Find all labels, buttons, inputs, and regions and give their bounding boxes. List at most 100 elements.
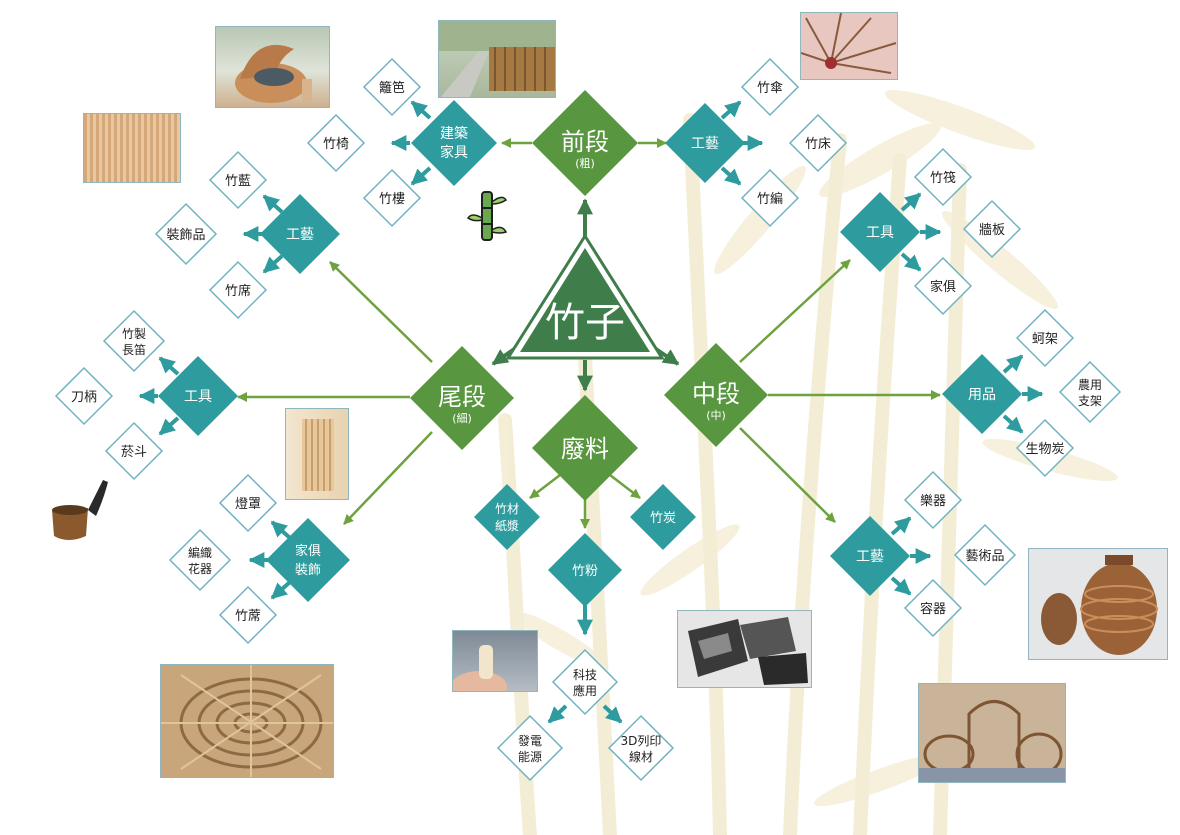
paper-line1: 竹材: [495, 502, 519, 516]
arrow-to-lampshade: [270, 520, 292, 540]
item-label: 刀柄: [71, 390, 97, 405]
item-label: 容器: [920, 601, 946, 617]
arrow-to-mat: [262, 254, 284, 274]
arrow-to-container: [890, 576, 912, 596]
arrow-to-fence: [410, 100, 432, 120]
item-middle-tools-items-1[interactable]: 牆板: [962, 199, 1022, 259]
powder-label: 竹粉: [572, 564, 598, 579]
waste-charcoal-node[interactable]: 竹炭: [630, 484, 696, 550]
item-label: 竹製: [122, 327, 146, 341]
bamboo-umbrella-photo: [800, 12, 898, 80]
item-label: 長笛: [122, 342, 146, 357]
item-front-craft-items-0[interactable]: 竹傘: [740, 57, 800, 117]
bamboo-charcoal-photo: [677, 610, 812, 688]
front-node[interactable]: 前段 (粗): [532, 90, 638, 196]
item-front-architecture-items-0[interactable]: 籬笆: [362, 57, 422, 117]
item-middle-tools-items-0[interactable]: 竹筏: [913, 147, 973, 207]
item-front-craft-items-1[interactable]: 竹床: [788, 113, 848, 173]
center-label: 竹子: [545, 300, 625, 346]
middle-tools-node[interactable]: 工具: [840, 192, 920, 272]
tail-craft-label: 工藝: [286, 227, 314, 243]
arrow-waste-charcoal: [609, 474, 641, 499]
item-middle-tools-items-2[interactable]: 家俱: [913, 256, 973, 316]
tail-craft-node[interactable]: 工藝: [260, 194, 340, 274]
arrow-to-pipe: [158, 416, 180, 436]
middle-node[interactable]: 中段 (中): [664, 343, 768, 447]
item-front-craft-items-2[interactable]: 竹編: [740, 168, 800, 228]
item-middle-supplies-items-2[interactable]: 生物炭: [1015, 418, 1075, 478]
item-front-architecture-items-2[interactable]: 竹樓: [362, 168, 422, 228]
item-tail-craft-items-1[interactable]: 裝飾品: [154, 202, 218, 266]
pipe-icon: [52, 480, 108, 540]
item-tail-tools-items-2[interactable]: 菸斗: [104, 421, 164, 481]
tail-tools-label: 工具: [184, 389, 212, 405]
arrow-middle-tools: [739, 259, 851, 363]
waste-powder-node[interactable]: 竹粉: [548, 533, 622, 607]
arrow-to-instrument: [890, 516, 912, 536]
item-label: 蚵架: [1032, 332, 1058, 347]
item-front-architecture-items-1[interactable]: 竹椅: [306, 113, 366, 173]
item-label: 竹床: [805, 137, 831, 152]
charcoal-label: 竹炭: [650, 511, 676, 526]
item-label: 支架: [1078, 394, 1102, 408]
bamboo-crafts-photo: [918, 683, 1066, 783]
item-label: 能源: [518, 750, 542, 764]
waste-label: 廢料: [561, 435, 609, 463]
arrow-to-biochar: [1002, 414, 1024, 434]
item-label: 燈罩: [235, 497, 261, 512]
item-label: 竹席: [225, 283, 251, 299]
woven-basket-photo: [160, 664, 334, 778]
item-label: 應用: [573, 683, 597, 698]
item-middle-craft-items-2[interactable]: 容器: [903, 578, 963, 638]
item-label: 線材: [629, 749, 653, 764]
waste-paper-node[interactable]: 竹材 紙漿: [474, 484, 540, 550]
arrow-to-raft: [900, 192, 922, 212]
item-middle-craft-items-0[interactable]: 樂器: [903, 470, 963, 530]
item-label: 竹藍: [225, 174, 251, 189]
waste-node[interactable]: 廢料: [532, 395, 638, 501]
arrow-to-oyster: [1002, 354, 1024, 374]
arrow-to-umbrella: [720, 100, 742, 120]
front-craft-node[interactable]: 工藝: [665, 103, 745, 183]
front-architecture-node[interactable]: 建築 家具: [411, 100, 497, 186]
front-craft-label: 工藝: [691, 136, 719, 152]
middle-supplies-node[interactable]: 用品: [942, 354, 1022, 434]
arrow-to-furniture: [900, 252, 922, 272]
item-middle-craft-items-1[interactable]: 藝術品: [953, 523, 1017, 587]
item-tail-furniture-items-0[interactable]: 燈罩: [218, 473, 278, 533]
tail-furniture-node[interactable]: 家俱 裝飾: [266, 518, 350, 602]
arrow-tail-craft: [329, 261, 433, 363]
item-label: 生物炭: [1025, 442, 1064, 457]
arrow-to-flute: [158, 356, 180, 376]
middle-supplies-label: 用品: [968, 387, 996, 403]
item-tail-craft-items-2[interactable]: 竹席: [208, 260, 268, 320]
middle-label: 中段: [692, 380, 740, 408]
item-label: 裝飾品: [166, 228, 205, 243]
lampshade-photo: [285, 408, 349, 500]
front-sub: (粗): [575, 157, 595, 170]
item-tail-tools-items-1[interactable]: 刀柄: [54, 366, 114, 426]
item-label: 3D列印: [621, 734, 662, 748]
bamboo-icon: [466, 191, 508, 241]
tail-tools-node[interactable]: 工具: [158, 356, 238, 436]
item-label: 竹筏: [930, 170, 956, 186]
item-label: 農用: [1078, 378, 1102, 392]
item-tail-craft-items-0[interactable]: 竹藍: [208, 150, 268, 210]
paper-line2: 紙漿: [495, 518, 519, 533]
item-middle-supplies-items-0[interactable]: 蚵架: [1015, 308, 1075, 368]
center-triangle: [520, 248, 650, 352]
middle-sub: (中): [706, 409, 726, 422]
item-label: 竹傘: [757, 81, 783, 96]
furniture-line1: 家俱: [295, 543, 321, 559]
middle-craft-node[interactable]: 工藝: [830, 516, 910, 596]
tail-node[interactable]: 尾段 (細): [410, 346, 514, 450]
item-tail-furniture-items-2[interactable]: 竹蓆: [218, 585, 278, 645]
arrow-to-tower: [410, 166, 432, 186]
